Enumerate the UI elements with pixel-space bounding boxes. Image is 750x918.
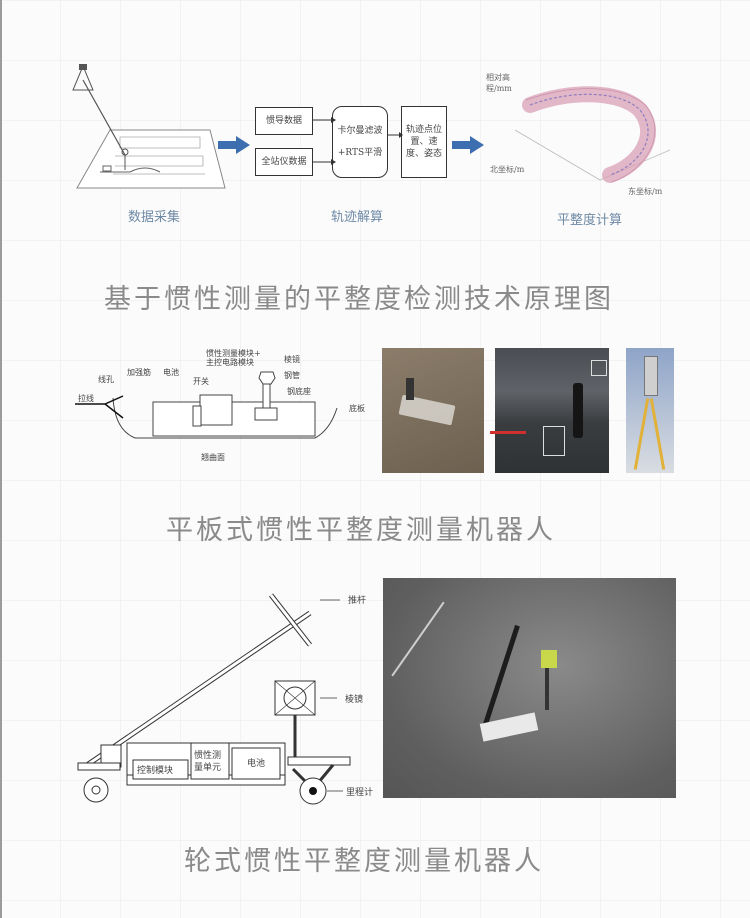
label-control-module: 控制模块 (137, 766, 174, 776)
label-imu-module: 惯性测量模块+ (206, 349, 261, 358)
label-imu-unit-1: 惯性测 (194, 751, 222, 761)
flatbed-robot-photo (382, 348, 484, 473)
section-title-principle: 基于惯性测量的平整度检测技术原理图 (104, 284, 614, 315)
flow-arrow-icon (452, 136, 484, 154)
x-axis-label: 东坐标/m (628, 187, 663, 196)
left-border (0, 0, 2, 918)
label-push-rod: 推杆 (348, 596, 367, 606)
label-steel-tube: 钢管 (284, 371, 300, 380)
wheeled-robot-photo (383, 578, 676, 798)
label-pull-line: 拉线 (78, 394, 94, 403)
label-line-hole: 线孔 (98, 375, 114, 384)
total-station-data-box: 全站仪数据 (255, 148, 313, 176)
kalman-filter-box: 卡尔曼滤波 +RTS平滑 (332, 106, 388, 178)
wheeled-robot-diagram (77, 593, 351, 805)
flatbed-robot-diagram (75, 371, 338, 439)
label-battery: 电池 (247, 759, 266, 769)
label-switch: 开关 (193, 377, 209, 386)
trajectory-output-box: 轨迹点位置、速度、姿态 (401, 106, 447, 178)
label-prism: 棱镜 (345, 695, 364, 705)
section-title-wheeled: 轮式惯性平整度测量机器人 (184, 846, 544, 877)
imu-data-box: 惯导数据 (255, 107, 313, 135)
label-prism: 棱镜 (284, 355, 300, 364)
label-battery: 电池 (163, 368, 179, 377)
flatness-3d-plot (514, 86, 671, 183)
connector-arrows (312, 117, 403, 165)
label-bottom-plate: 底板 (349, 404, 365, 413)
filter-line2: +RTS平滑 (337, 148, 383, 158)
label-curved-surface: 翘曲面 (201, 453, 225, 462)
section-flatbed-robot: 拉线 线孔 加强筋 电池 开关 惯性测量模块+ 主控电路模块 棱镜 钢管 钢底座… (0, 330, 750, 550)
label-main-control: 主控电路模块 (206, 358, 254, 367)
link-arrow-icon (490, 431, 526, 434)
label-odometer: 里程计 (346, 788, 374, 798)
caption-data-collection: 数据采集 (128, 210, 181, 225)
flow-arrow-icon (218, 136, 250, 154)
section-title-flatbed: 平板式惯性平整度测量机器人 (166, 515, 556, 546)
filter-line1: 卡尔曼滤波 (337, 125, 383, 136)
z-axis-label: 相对高程/mm (486, 73, 512, 93)
section-principle: 数据采集 惯导数据 全站仪数据 卡尔曼滤波 +RTS平滑 轨迹点位置、速度、姿态… (0, 0, 750, 330)
total-station-photo (626, 348, 674, 473)
section-wheeled-robot: 推杆 棱镜 控制模块 惯性测 量单元 电池 里程计 轮式惯性平整度测量机器人 (0, 560, 750, 918)
data-collection-illustration (72, 64, 226, 189)
label-reinforce: 加强筋 (127, 368, 151, 377)
field-measurement-photo (495, 348, 609, 473)
caption-trajectory: 轨迹解算 (331, 210, 384, 225)
label-steel-base: 钢底座 (287, 387, 311, 396)
label-imu-unit-2: 量单元 (194, 763, 222, 773)
caption-flatness: 平整度计算 (557, 213, 623, 228)
y-axis-label: 北坐标/m (490, 165, 525, 174)
